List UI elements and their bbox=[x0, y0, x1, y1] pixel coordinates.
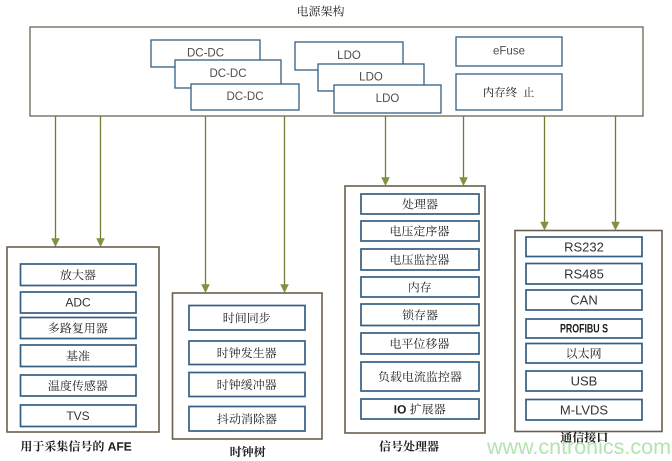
svg-text:M-LVDS: M-LVDS bbox=[560, 402, 608, 417]
svg-text:DC-DC: DC-DC bbox=[226, 91, 263, 103]
svg-text:PROFIBU S: PROFIBU S bbox=[560, 322, 608, 336]
svg-text:ADC: ADC bbox=[65, 296, 91, 310]
svg-text:LDO: LDO bbox=[359, 72, 383, 84]
svg-text:LDO: LDO bbox=[337, 50, 361, 62]
svg-text:RS232: RS232 bbox=[564, 239, 604, 254]
svg-text:TVS: TVS bbox=[66, 409, 89, 423]
svg-text:CAN: CAN bbox=[570, 293, 597, 308]
svg-text:DC-DC: DC-DC bbox=[209, 68, 246, 80]
svg-text:LDO: LDO bbox=[376, 93, 400, 105]
svg-text:eFuse: eFuse bbox=[493, 46, 525, 58]
svg-text:RS485: RS485 bbox=[564, 266, 604, 281]
svg-text:DC-DC: DC-DC bbox=[187, 48, 224, 60]
svg-text:USB: USB bbox=[571, 374, 598, 389]
